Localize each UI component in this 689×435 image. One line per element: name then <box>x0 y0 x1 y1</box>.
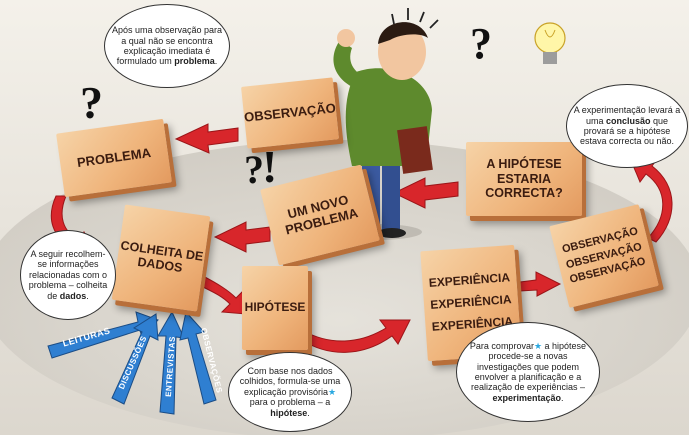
block-observacao: OBSERVAÇÃO <box>241 77 339 149</box>
bubble-conclusao-explanation: A experimentação levará a uma conclusão … <box>566 84 688 168</box>
arrow-observacao-to-problema <box>174 123 239 154</box>
arrow-experiencia-to-observacao <box>519 271 562 297</box>
block-observacao-label: OBSERVAÇÃO <box>243 99 337 125</box>
block-hipotese-label: HIPÓTESE <box>244 300 306 315</box>
arrow-hipotese-to-novo-problema <box>392 177 459 209</box>
block-experiencia-label-1: EXPERIÊNCIA <box>428 270 511 291</box>
arrow-observacoes <box>179 310 217 405</box>
lightbulb-icon <box>534 22 566 64</box>
bubble-experimentacao-explanation: Para comprovar★ a hipótese procede-se a … <box>456 322 600 422</box>
block-hipotese: HIPÓTESE <box>242 266 308 350</box>
arrow-entrevistas <box>157 310 185 415</box>
question-mark-icon: ? <box>80 77 103 128</box>
bubble-colheita-explanation: A seguir recolhem-se informações relacio… <box>20 230 116 320</box>
block-um-novo-problema-label: UM NOVO PROBLEMA <box>283 192 360 238</box>
block-colheita-de-dados-label: COLHEITA DE DADOS <box>119 237 205 276</box>
arrow-discussoes <box>111 313 159 405</box>
block-hipotese-correcta-label: A HIPÓTESE ESTARIA CORRECTA? <box>485 157 563 201</box>
block-experiencia-label-2: EXPERIÊNCIA <box>429 292 512 312</box>
arrow-hipotese-to-experiencia <box>301 319 411 353</box>
bubble-problema-explanation: Após uma observação para a qual não se e… <box>104 4 230 88</box>
question-mark-icon: ! <box>262 141 278 192</box>
bubble-hipotese-explanation: Com base nos dados colhidos, formula-se … <box>228 352 352 432</box>
question-mark-icon: ? <box>470 19 492 68</box>
question-mark-icon: ? <box>244 147 264 192</box>
doubt-lines-icon <box>391 8 439 29</box>
block-colheita-de-dados: COLHEITA DE DADOS <box>111 204 211 312</box>
arrow-colheita-to-hipotese <box>202 275 247 315</box>
block-hipotese-correcta: A HIPÓTESE ESTARIA CORRECTA? <box>466 142 582 216</box>
block-problema-label: PROBLEMA <box>75 144 152 170</box>
arrow-novo-problema-to-colheita <box>213 221 271 253</box>
